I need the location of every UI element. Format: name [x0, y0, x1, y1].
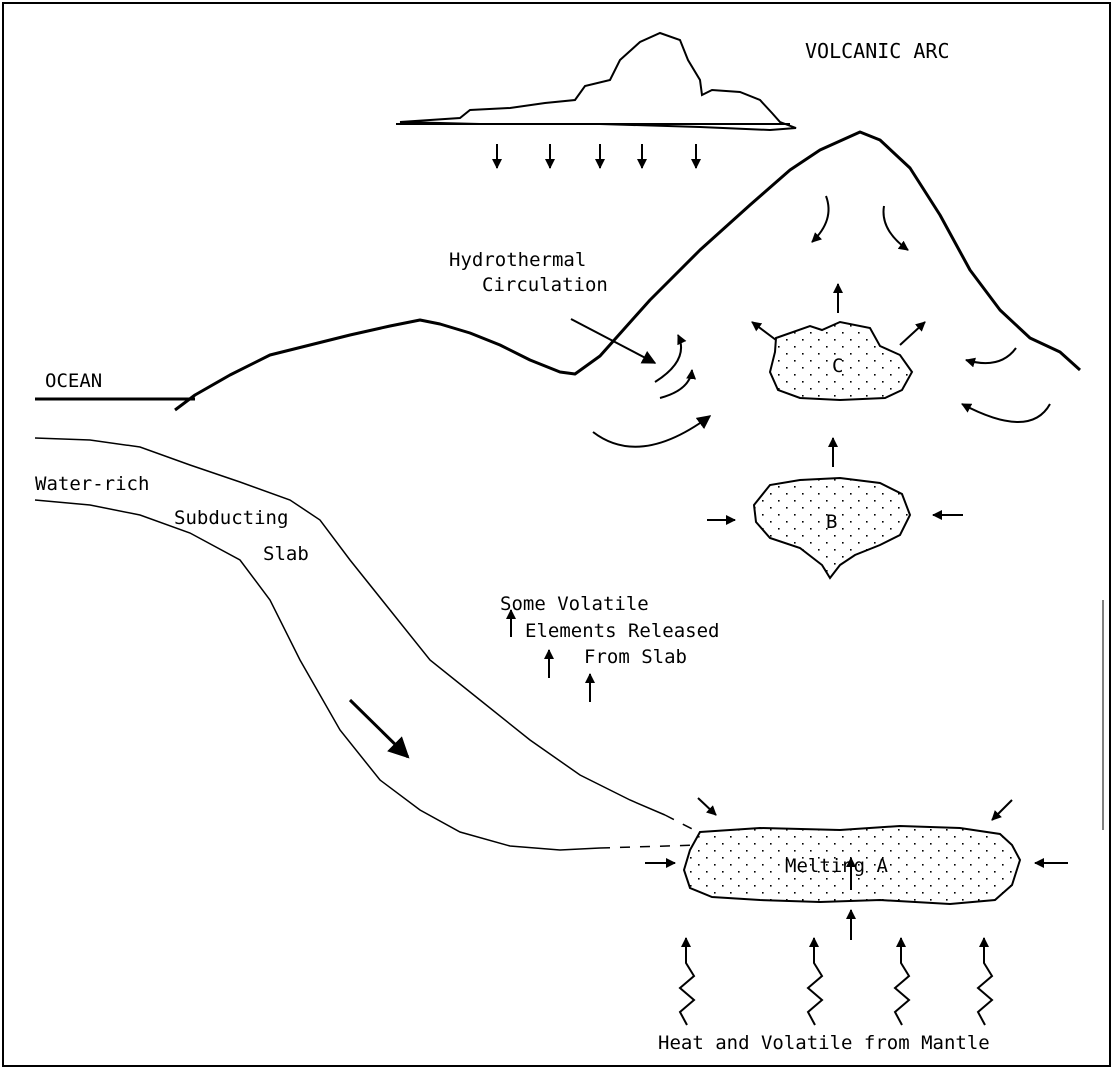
- circulation-curves: [593, 196, 1050, 447]
- chamber-a-arrow: [992, 800, 1012, 820]
- circulation-curve: [884, 206, 909, 250]
- volatile-label-line1: Some Volatile: [500, 593, 649, 615]
- volcanic-arc-label: VOLCANIC ARC: [805, 39, 950, 63]
- chamber-c-label: C: [832, 355, 843, 377]
- subducting-label: Subducting: [174, 507, 288, 529]
- hydrothermal-pointer-arrow: [571, 319, 655, 363]
- heat-squiggle: [808, 938, 822, 1025]
- circulation-curve: [593, 416, 710, 447]
- chamber-a-label: Melting A: [785, 855, 889, 877]
- slab-motion-arrow: [350, 700, 408, 757]
- mantle-heat-arrows: [680, 938, 992, 1025]
- hydrothermal-label-line2: Circulation: [482, 274, 608, 296]
- hydrothermal-label-line1: Hydrothermal: [449, 249, 586, 271]
- circulation-curve: [812, 196, 829, 242]
- terrain-profile: [175, 132, 1080, 410]
- ocean-label: OCEAN: [45, 370, 102, 392]
- circulation-curve: [655, 335, 681, 382]
- heat-squiggle: [978, 938, 992, 1025]
- circulation-curve: [962, 404, 1050, 422]
- heat-squiggle: [895, 938, 909, 1025]
- heat-squiggle: [680, 938, 694, 1025]
- chamber-a-arrow: [698, 798, 716, 815]
- volatile-label-line3: From Slab: [584, 646, 687, 668]
- volatile-label-line2: Elements Released: [525, 620, 719, 642]
- slab-lower-dashed: [600, 845, 700, 848]
- slab-label: Slab: [263, 543, 309, 565]
- slab-lower-boundary: [35, 500, 600, 850]
- mantle-label: Heat and Volatile from Mantle: [658, 1032, 990, 1054]
- chamber-c-arrow: [900, 322, 925, 345]
- chamber-b-label: B: [826, 511, 837, 533]
- slab-upper-dashed: [665, 815, 700, 833]
- cloud: [400, 33, 796, 130]
- water-rich-label: Water-rich: [35, 473, 149, 495]
- outer-border: [3, 3, 1110, 1066]
- circulation-curve: [966, 348, 1016, 363]
- rain-arrows: [497, 144, 696, 168]
- chamber-c-arrow: [752, 322, 776, 340]
